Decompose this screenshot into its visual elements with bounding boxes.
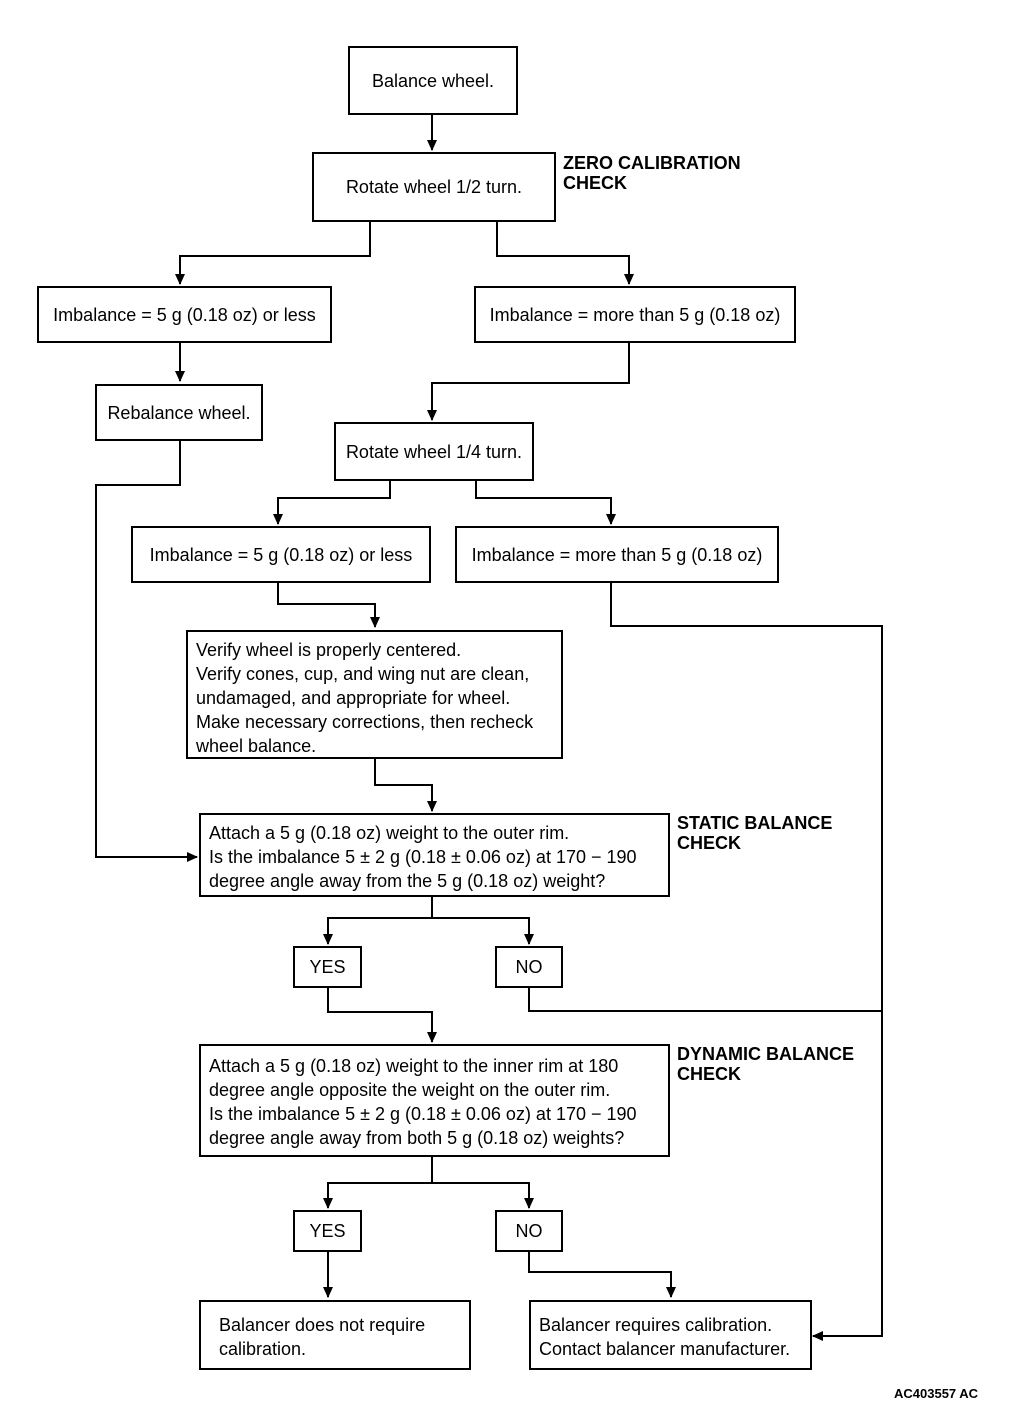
calibration-line: Balancer requires calibration. — [539, 1315, 773, 1335]
label-zero-calibration-check: ZERO CALIBRATION CHECK — [563, 153, 741, 193]
node-imbalance-more-2: Imbalance = more than 5 g (0.18 oz) — [455, 526, 779, 583]
arrow-rebalance-to-static — [95, 441, 198, 862]
label-dynamic-balance-check: DYNAMIC BALANCE CHECK — [677, 1044, 854, 1084]
dynamic-check-line: degree angle away from both 5 g (0.18 oz… — [209, 1128, 625, 1148]
verify-line: Make necessary corrections, then recheck — [196, 712, 534, 732]
arrow-rotate-quarter-to-imb-more-2 — [475, 481, 616, 525]
arrow-rotate-half-to-imb-more-1 — [496, 222, 634, 285]
node-rotate-quarter-turn: Rotate wheel 1/4 turn. — [334, 422, 534, 481]
arrow-dynamic-to-no-2 — [432, 1182, 534, 1209]
arrow-no-2-to-calibration — [528, 1252, 676, 1298]
node-imbalance-less-2: Imbalance = 5 g (0.18 oz) or less — [131, 526, 431, 583]
verify-line: Verify wheel is properly centered. — [196, 640, 462, 660]
node-no-2: NO — [495, 1210, 563, 1252]
arrow-static-to-yes-1 — [323, 897, 433, 945]
node-balance-wheel: Balance wheel. — [348, 46, 518, 115]
dynamic-check-line: Is the imbalance 5 ± 2 g (0.18 ± 0.06 oz… — [209, 1104, 637, 1124]
verify-line: Verify cones, cup, and wing nut are clea… — [196, 664, 530, 684]
dynamic-check-line: Attach a 5 g (0.18 oz) weight to the inn… — [209, 1056, 619, 1076]
node-calibration-required: Balancer requires calibration. Contact b… — [529, 1300, 812, 1370]
label-line: CHECK — [563, 173, 628, 193]
label-line: CHECK — [677, 1064, 742, 1084]
node-yes-2: YES — [293, 1210, 362, 1252]
arrow-dynamic-to-yes-2 — [323, 1157, 433, 1209]
arrow-rotate-quarter-to-imb-less-2 — [273, 481, 391, 525]
arrow-yes-1-to-dynamic — [327, 988, 437, 1043]
label-line: ZERO CALIBRATION — [563, 153, 741, 173]
node-verify-wheel: Verify wheel is properly centered. Verif… — [186, 630, 563, 759]
verify-line: wheel balance. — [196, 736, 317, 756]
arrow-imb-more-2-to-calibration — [610, 583, 883, 1341]
node-no-calibration-required: Balancer does not require calibration. — [199, 1300, 471, 1370]
node-imbalance-more-1: Imbalance = more than 5 g (0.18 oz) — [474, 286, 796, 343]
label-line: CHECK — [677, 833, 742, 853]
no-calibration-line: calibration. — [219, 1339, 307, 1359]
arrow-static-to-no-1 — [432, 917, 534, 945]
line-no-1-to-rail — [528, 988, 882, 1012]
verify-line: undamaged, and appropriate for wheel. — [196, 688, 511, 708]
arrow-rotate-half-to-imb-less-1 — [175, 222, 371, 285]
node-static-balance-check: Attach a 5 g (0.18 oz) weight to the out… — [199, 813, 670, 897]
node-no-1: NO — [495, 946, 563, 988]
arrow-verify-to-static — [374, 759, 437, 812]
label-static-balance-check: STATIC BALANCE CHECK — [677, 813, 832, 853]
node-rebalance-wheel: Rebalance wheel. — [95, 384, 263, 441]
figure-id: AC403557 AC — [894, 1386, 979, 1401]
node-dynamic-balance-check: Attach a 5 g (0.18 oz) weight to the inn… — [199, 1044, 670, 1157]
arrow-imb-more-1-to-rotate-quarter — [427, 343, 630, 421]
node-yes-1: YES — [293, 946, 362, 988]
label-line: STATIC BALANCE — [677, 813, 833, 833]
node-rotate-half-turn: Rotate wheel 1/2 turn. — [312, 152, 556, 222]
static-check-line: Is the imbalance 5 ± 2 g (0.18 ± 0.06 oz… — [209, 847, 637, 867]
no-calibration-line: Balancer does not require — [219, 1315, 426, 1335]
label-line: DYNAMIC BALANCE — [677, 1044, 854, 1064]
arrow-imb-less-2-to-verify — [277, 583, 380, 628]
node-imbalance-less-1: Imbalance = 5 g (0.18 oz) or less — [37, 286, 332, 343]
dynamic-check-line: degree angle opposite the weight on the … — [209, 1080, 611, 1100]
static-check-line: Attach a 5 g (0.18 oz) weight to the out… — [209, 823, 570, 843]
calibration-line: Contact balancer manufacturer. — [539, 1339, 791, 1359]
static-check-line: degree angle away from the 5 g (0.18 oz)… — [209, 871, 606, 891]
